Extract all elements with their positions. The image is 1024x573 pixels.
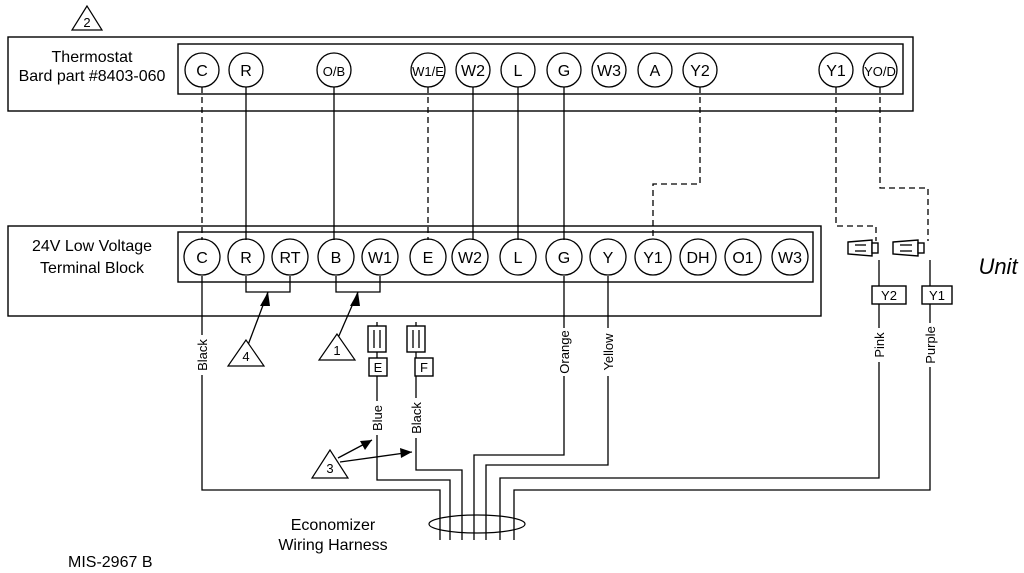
block-terminal-label: W3 xyxy=(778,250,802,267)
block-terminal-circle xyxy=(634,238,672,276)
connector-tag-y2: Y2 xyxy=(881,288,897,303)
block-terminal-circle xyxy=(451,238,489,276)
thermostat-terminal-label: G xyxy=(558,63,570,80)
note-4-number: 4 xyxy=(242,349,249,364)
terminal-block-subtitle: Terminal Block xyxy=(40,260,145,277)
note-2-number: 2 xyxy=(83,15,90,30)
block-terminal-label: R xyxy=(240,250,252,267)
thermostat-terminal-label: R xyxy=(240,63,252,80)
thermostat-terminal-label: W3 xyxy=(597,63,621,80)
block-terminal-circle xyxy=(679,238,717,276)
document-id: MIS-2967 B xyxy=(68,554,152,571)
block-terminal-label: W1 xyxy=(368,250,392,267)
thermostat-box: Thermostat Bard part #8403-060 C R O/B W1/E… xyxy=(7,36,914,112)
block-terminal-circle xyxy=(589,238,627,276)
thermostat-terminal-label: W2 xyxy=(461,63,485,80)
thermostat-terminal-label: Y1 xyxy=(826,63,846,80)
thermostat-terminal-label: O/B xyxy=(323,64,345,79)
note-1-number: 1 xyxy=(333,343,340,358)
wire-label-blue: Blue xyxy=(370,405,385,431)
note-3-marker: 3 xyxy=(310,439,413,479)
terminal-block-title: 24V Low Voltage xyxy=(32,238,152,255)
plug-y2: Y2 xyxy=(847,239,907,305)
thermostat-terminal-label: C xyxy=(196,63,208,80)
wire-label-yellow: Yellow xyxy=(601,333,616,371)
wire-label-purple: Purple xyxy=(923,326,938,364)
unit-label: Unit xyxy=(978,254,1018,279)
block-terminal-label: RT xyxy=(279,250,300,267)
block-terminal-label: C xyxy=(196,250,208,267)
block-terminal-label: B xyxy=(331,250,342,267)
thermostat-terminal-label: YO/D xyxy=(864,64,896,79)
note-3-number: 3 xyxy=(326,461,333,476)
block-terminal-label: Y xyxy=(603,250,614,267)
thermostat-terminal-circle xyxy=(637,52,673,88)
thermostat-part-number: Bard part #8403-060 xyxy=(19,68,166,85)
block-terminal-label: DH xyxy=(686,250,709,267)
plug-e: E xyxy=(367,325,388,377)
block-terminal-circle xyxy=(271,238,309,276)
thermostat-title: Thermostat xyxy=(52,49,133,66)
block-terminal-label: E xyxy=(423,250,434,267)
thermostat-terminal-circle xyxy=(591,52,627,88)
plug-y1: Y1 xyxy=(892,239,953,305)
block-terminal-circle xyxy=(771,238,809,276)
block-terminal-label: W2 xyxy=(458,250,482,267)
thermostat-terminal-label: A xyxy=(650,63,661,80)
plug-f: F xyxy=(406,325,434,377)
thermostat-terminal-label: L xyxy=(514,63,523,80)
wire-labels: Black Blue Black Orange Yellow Pink Purp… xyxy=(194,323,938,438)
connector-tag-y1: Y1 xyxy=(929,288,945,303)
block-terminal-label: L xyxy=(514,250,523,267)
connector-tag-f: F xyxy=(420,360,428,375)
block-terminal-circle xyxy=(317,238,355,276)
block-terminal-circle xyxy=(361,238,399,276)
wire-label-pink: Pink xyxy=(872,332,887,358)
note-2-marker: 2 xyxy=(70,4,104,31)
connector-tag-e: E xyxy=(374,360,383,375)
block-terminal-label: G xyxy=(558,250,570,267)
wire-label-black-c: Black xyxy=(195,339,210,371)
wire-label-orange: Orange xyxy=(557,330,572,373)
note-1-marker: 1 xyxy=(317,291,360,361)
harness-label-line2: Wiring Harness xyxy=(278,537,387,554)
thermostat-to-block-wires xyxy=(201,87,929,241)
note-4-marker: 4 xyxy=(226,291,270,367)
block-terminal-label: Y1 xyxy=(643,250,663,267)
block-terminal-circle xyxy=(724,238,762,276)
thermostat-terminal-label: Y2 xyxy=(690,63,710,80)
wire-label-black-f: Black xyxy=(409,402,424,434)
harness-bundle xyxy=(428,514,526,534)
harness-label-line1: Economizer xyxy=(291,517,376,534)
terminal-block-box: 24V Low Voltage Terminal Block C R RT B W1 E W… xyxy=(7,225,822,317)
thermostat-terminal-label: W1/E xyxy=(412,64,444,79)
block-terminal-label: O1 xyxy=(732,250,753,267)
